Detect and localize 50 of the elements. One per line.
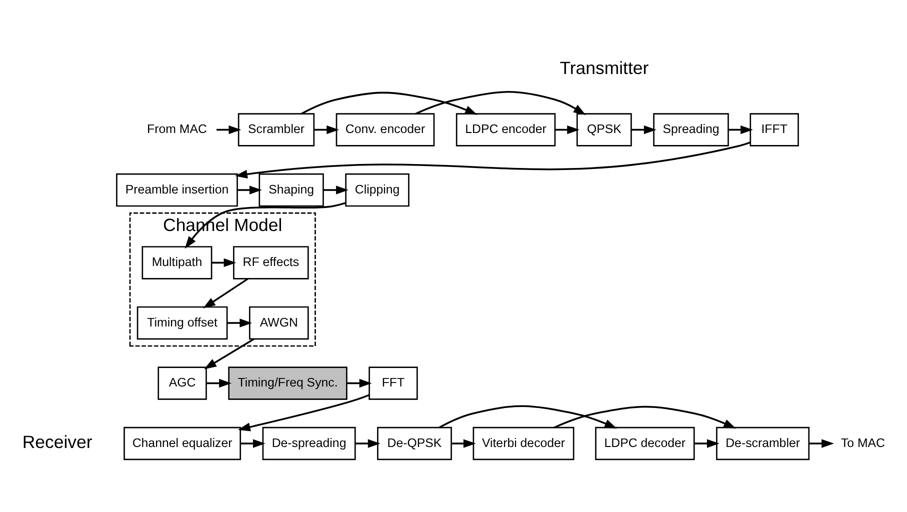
node-box: Viterbi decoder — [472, 426, 574, 460]
arrow — [234, 141, 750, 178]
node-box: Scrambler — [238, 112, 315, 146]
node-box: IFFT — [750, 112, 799, 146]
arrow — [314, 124, 340, 134]
arrow — [324, 185, 348, 194]
node-text: To MAC — [840, 435, 885, 450]
arrow — [240, 438, 266, 448]
arrow — [206, 378, 232, 388]
node-box: FFT — [368, 366, 418, 400]
node-box: QPSK — [576, 112, 632, 146]
arrow — [227, 318, 252, 327]
node-box: Multipath — [142, 246, 212, 279]
arrow — [694, 438, 720, 448]
arrow — [212, 258, 236, 267]
arrow — [554, 124, 580, 134]
node-box: Timing/Freq Sync. — [228, 366, 348, 400]
arrow — [554, 405, 736, 428]
label: Transmitter — [560, 57, 649, 78]
node-box: LDPC decoder — [595, 426, 695, 460]
arrow — [631, 124, 656, 134]
node-box: Timing offset — [136, 306, 228, 340]
arrow — [452, 438, 476, 448]
arrow — [347, 378, 372, 388]
node-box: Preamble insertion — [116, 172, 238, 206]
arrow — [438, 404, 617, 428]
node-box: Spreading — [653, 112, 729, 146]
node-box: Channel equalizer — [124, 426, 242, 460]
node-box: Conv. encoder — [336, 112, 435, 146]
node-box: De-scrambler — [716, 426, 810, 460]
arrow — [237, 185, 262, 194]
node-box: AGC — [158, 366, 207, 400]
node-box: RF effects — [233, 246, 309, 279]
node-box: De-spreading — [262, 426, 356, 460]
node-box: LDPC encoder — [456, 112, 556, 146]
node-box: Shaping — [258, 172, 324, 206]
arrow — [238, 394, 370, 431]
label: Receiver — [22, 431, 92, 452]
node-box: AWGN — [249, 306, 309, 340]
node-box: Clipping — [345, 172, 410, 206]
arrow — [808, 438, 834, 448]
arrow — [355, 438, 380, 448]
arrow — [216, 124, 242, 134]
arrow — [415, 90, 586, 115]
arrow — [301, 91, 478, 114]
node-text: From MAC — [147, 122, 207, 136]
arrow — [203, 278, 248, 308]
arrow — [204, 338, 254, 369]
arrow — [728, 124, 753, 134]
node-box: De-QPSK — [377, 426, 452, 460]
